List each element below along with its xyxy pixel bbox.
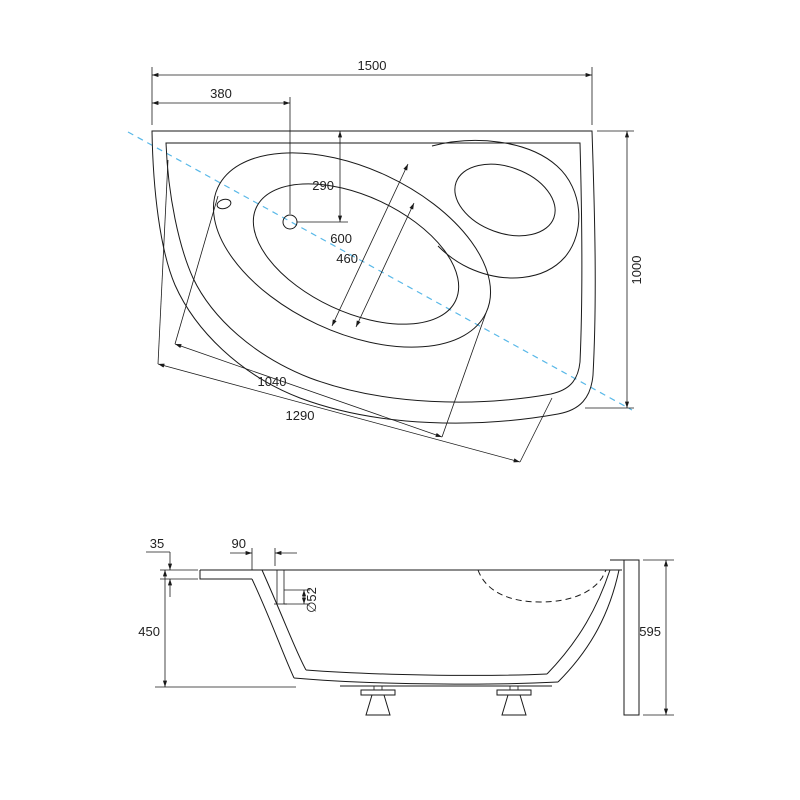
headrest-lobe-curve [431,140,580,279]
dim-label-1500: 1500 [358,58,387,73]
right-wall-inner [546,569,611,675]
left-wall-outer [251,578,295,679]
dim-drain-diameter: ∅52 [284,587,319,613]
foot-left [360,686,396,716]
dim-label-1290: 1290 [286,408,315,423]
drain-pipe [274,570,287,605]
dim-label-290: 290 [312,178,334,193]
dim-label-600: 600 [330,231,352,246]
dim-label-drain-diameter: ∅52 [304,587,319,613]
diagonal-guide-line [127,131,633,411]
tap-hole [216,198,232,210]
dim-overall-width: 1500 [151,58,593,125]
plan-view: 1500 380 290 600 460 1040 [127,58,644,463]
dim-label-90: 90 [232,536,246,551]
side-apron-panel [610,559,640,716]
dim-label-460: 460 [336,251,358,266]
dim-label-1000: 1000 [629,256,644,285]
dim-label-450: 450 [138,624,160,639]
rim-lip [199,570,252,580]
dim-drain-offset: 290 [297,131,348,223]
side-view: 35 90 450 ∅52 595 [138,536,674,716]
headrest-oval [454,163,556,237]
dim-label-35: 35 [150,536,164,551]
well-outer-oval [212,152,492,348]
dim-tap-offset: 380 [152,86,291,214]
dim-inner-depth: 450 [138,570,296,688]
foot-right [496,686,532,716]
left-wall-inner [261,569,307,671]
dim-well-bottom-width: 460 [336,202,415,328]
tub-inner-rim [165,142,583,403]
dim-label-1040: 1040 [258,374,287,389]
drain-hole [282,214,298,230]
dim-overall-depth: 1000 [585,130,644,409]
bottom-inner [305,669,548,676]
bottom-outer [293,677,559,685]
dim-label-595: 595 [639,624,661,639]
dim-rim-width: 90 [230,536,297,570]
dim-inner-length: 1290 [157,159,553,463]
headrest-hidden-contour [477,569,607,603]
dim-well-width: 600 [330,163,409,327]
dim-label-380: 380 [210,86,232,101]
dim-rim-lip: 35 [146,536,198,597]
dim-overall-height: 595 [639,559,674,716]
right-wall-outer [557,569,620,683]
